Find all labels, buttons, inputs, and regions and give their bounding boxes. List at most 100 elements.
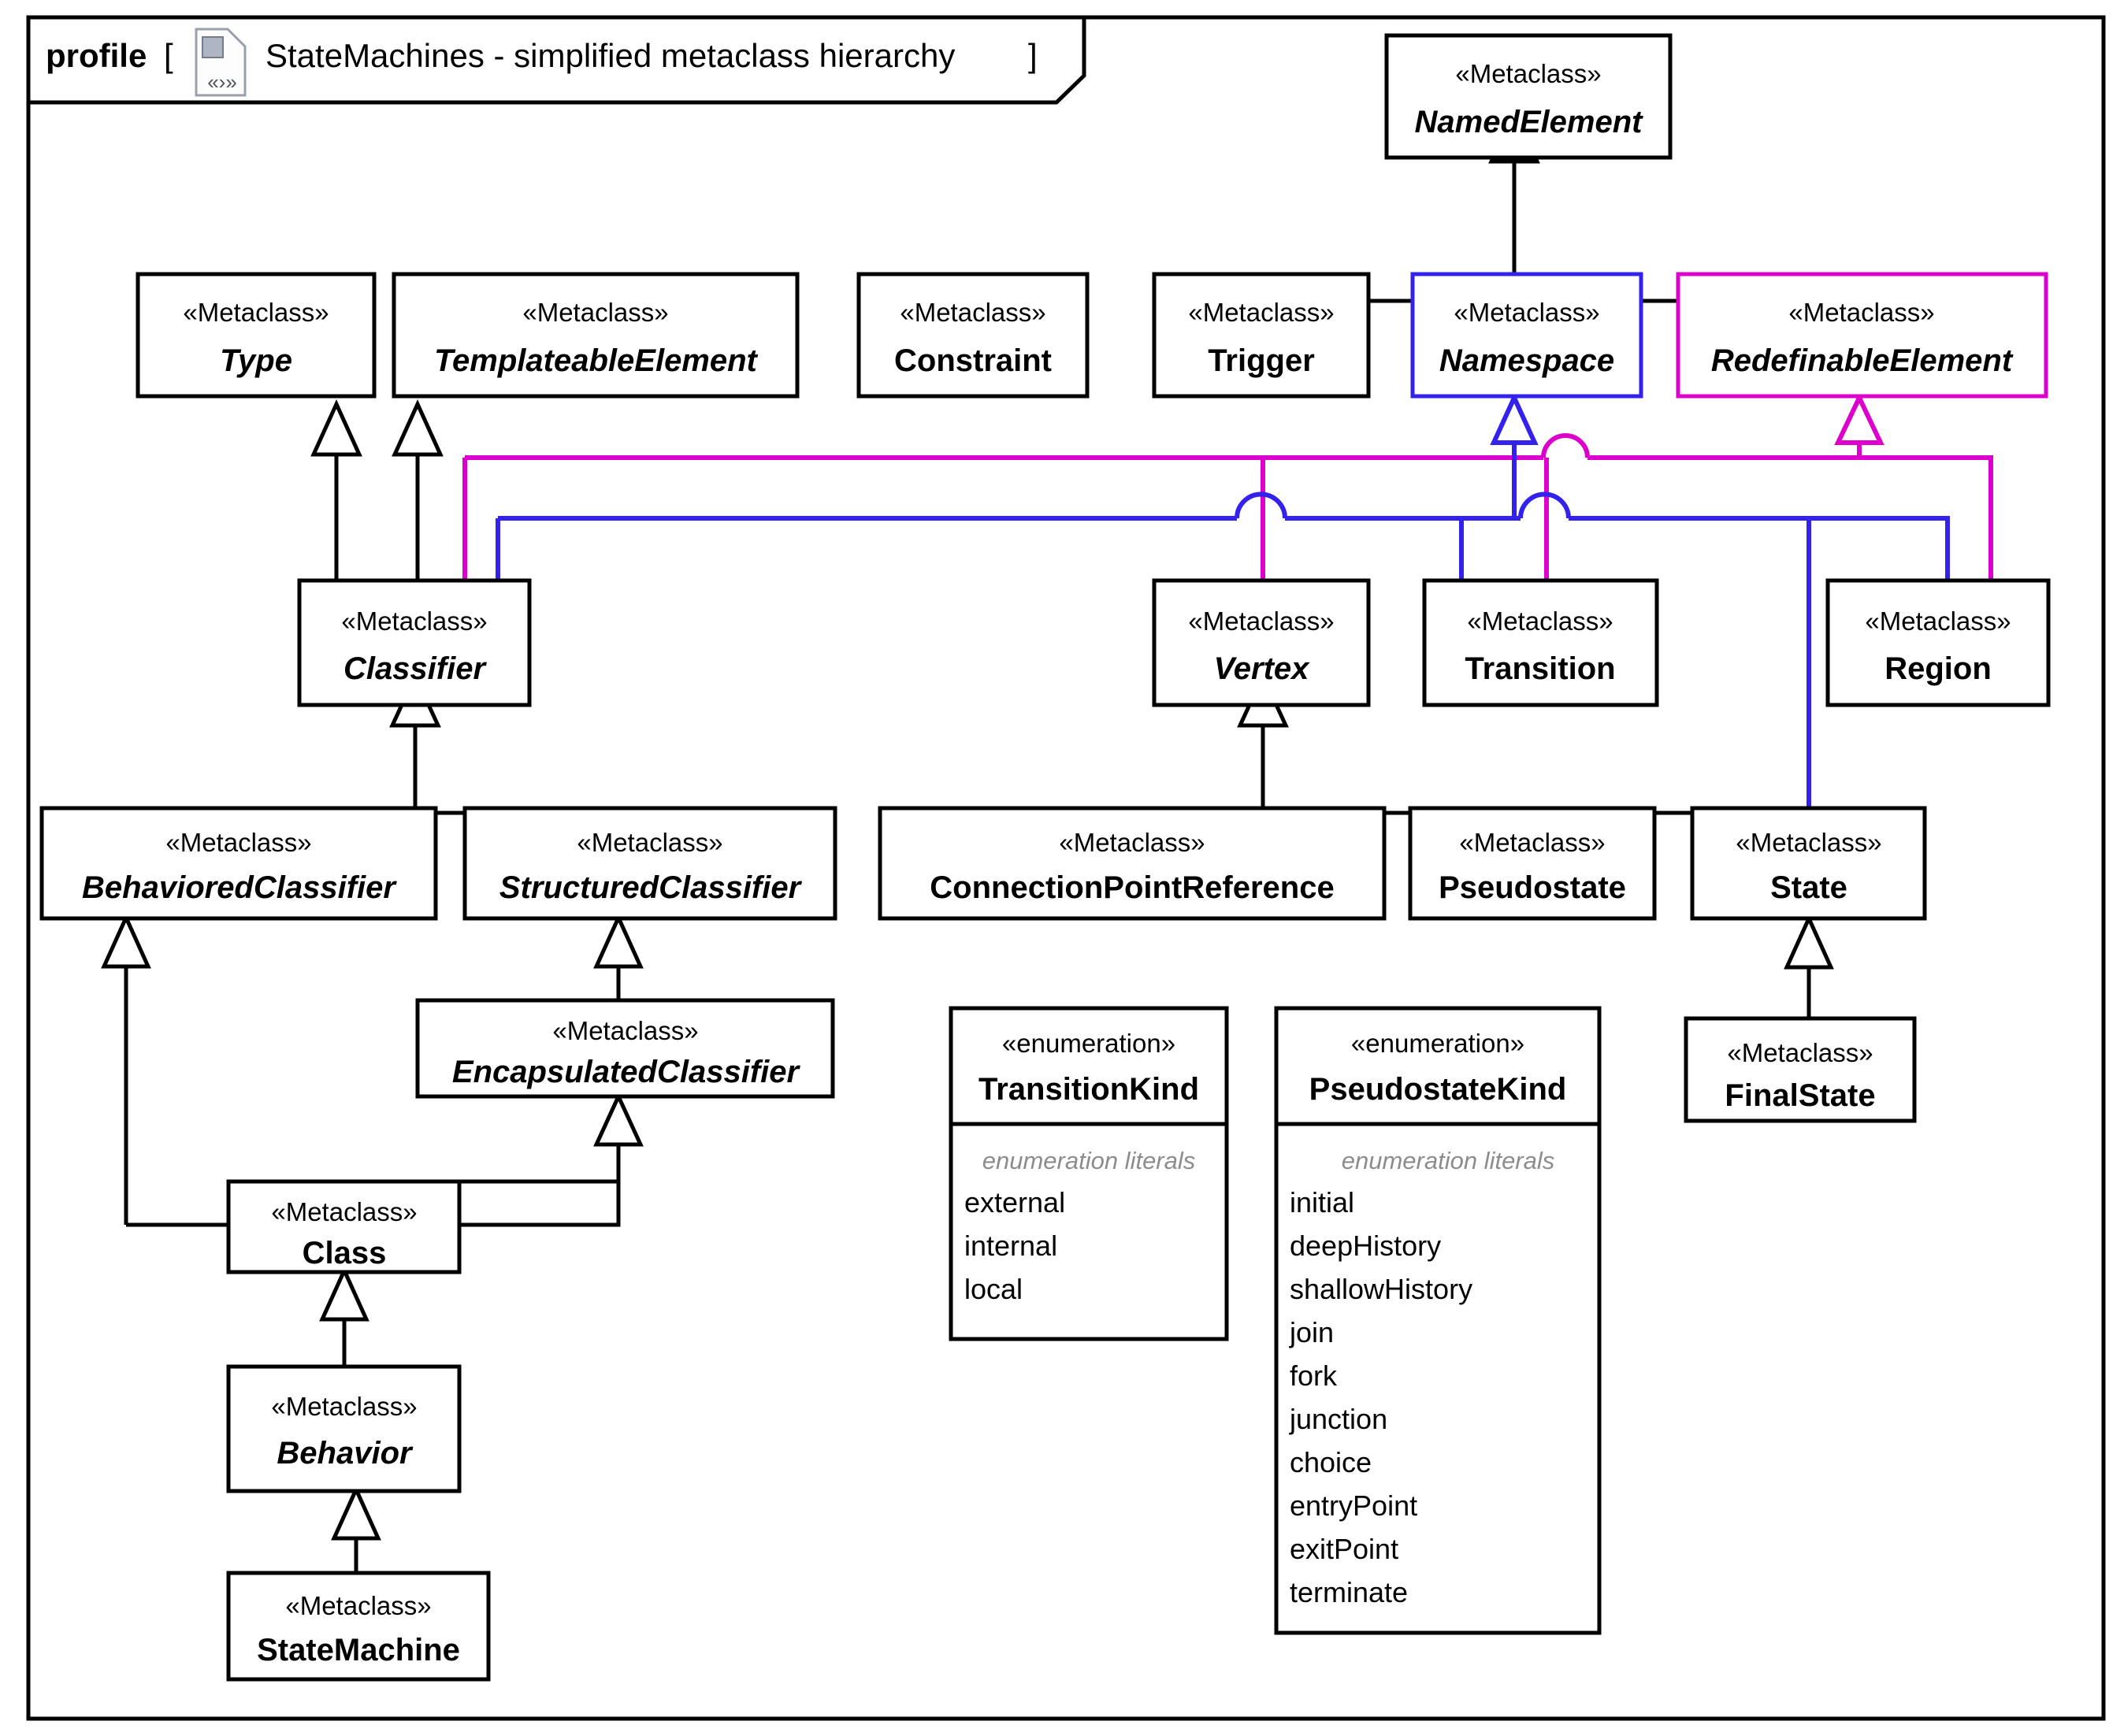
frame-keyword: profile <box>46 37 147 74</box>
class-name: Behavior <box>277 1436 414 1471</box>
enum-literal: fork <box>1290 1359 1338 1392</box>
class-box-class[interactable]: «Metaclass» Class <box>226 1179 462 1274</box>
generalization-redefinableelement-bus <box>462 391 1993 581</box>
class-box-behavior[interactable]: «Metaclass» Behavior <box>226 1364 462 1493</box>
class-name: ConnectionPointReference <box>930 870 1334 905</box>
generalization-namespace-bus <box>496 391 1950 807</box>
class-name: Type <box>220 343 292 378</box>
class-box-type[interactable]: «Metaclass» Type <box>136 272 377 399</box>
generalization-classifier-templateableelement <box>392 399 444 583</box>
frame-title-tab <box>26 15 1086 105</box>
class-box-namespace[interactable]: «Metaclass» Namespace <box>1410 272 1643 399</box>
class-right-stub <box>459 1181 621 1227</box>
generalization-state-finalstate <box>1784 913 1834 1018</box>
class-box-classifier[interactable]: «Metaclass» Classifier <box>297 578 532 707</box>
class-stereotype: «Metaclass» <box>900 298 1045 327</box>
generalization-arrow-behavioredclassifier <box>101 912 151 969</box>
class-name: Pseudostate <box>1439 870 1626 905</box>
class-name: Class <box>303 1236 387 1270</box>
class-stereotype: «Metaclass» <box>271 1392 417 1421</box>
generalization-structuredclassifier-encapsulated <box>593 912 644 1000</box>
class-name: TemplateableElement <box>434 343 758 378</box>
class-box-pseudostate[interactable]: «Metaclass» Pseudostate <box>1408 806 1657 921</box>
class-stereotype: «Metaclass» <box>165 828 311 857</box>
generalization-arrow-type <box>310 399 362 457</box>
class-box-transition[interactable]: «Metaclass» Transition <box>1422 578 1659 707</box>
class-name: Transition <box>1465 651 1615 686</box>
class-name: BehavioredClassifier <box>82 870 397 905</box>
enum-literal: initial <box>1290 1186 1354 1219</box>
enum-literals-caption: enumeration literals <box>982 1147 1196 1174</box>
class-name: EncapsulatedClassifier <box>452 1055 801 1089</box>
class-box-structuredclassifier[interactable]: «Metaclass» StructuredClassifier <box>462 806 837 921</box>
enum-literal: terminate <box>1290 1576 1408 1608</box>
class-box-encapsulatedclassifier[interactable]: «Metaclass» EncapsulatedClassifier <box>415 998 835 1099</box>
class-box-region[interactable]: «Metaclass» Region <box>1825 578 2051 707</box>
class-box-statemachine[interactable]: «Metaclass» StateMachine <box>226 1571 491 1682</box>
class-name: Vertex <box>1214 651 1311 686</box>
enum-name: TransitionKind <box>978 1072 1199 1107</box>
class-stereotype: «Metaclass» <box>1188 606 1334 636</box>
enum-literal: exitPoint <box>1290 1533 1398 1565</box>
class-stereotype: «Metaclass» <box>552 1016 698 1045</box>
enum-literal: join <box>1289 1316 1334 1348</box>
class-name: Namespace <box>1439 343 1614 378</box>
class-stereotype: «Metaclass» <box>1455 59 1601 88</box>
generalization-arrow-class <box>319 1265 369 1322</box>
class-stereotype: «Metaclass» <box>1467 606 1613 636</box>
class-box-vertex[interactable]: «Metaclass» Vertex <box>1152 578 1371 707</box>
enum-literal: shallowHistory <box>1290 1273 1472 1305</box>
enum-literal: entryPoint <box>1290 1489 1417 1522</box>
class-stereotype: «Metaclass» <box>577 828 722 857</box>
class-stereotype: «Metaclass» <box>1188 298 1334 327</box>
class-stereotype: «Metaclass» <box>1454 298 1599 327</box>
svg-text:«›»: «›» <box>207 70 237 94</box>
class-box-finalstate[interactable]: «Metaclass» FinalState <box>1684 1016 1917 1123</box>
generalization-arrow-redefinableelement <box>1834 391 1884 445</box>
class-box-behavioredclassifier[interactable]: «Metaclass» BehavioredClassifier <box>39 806 438 921</box>
class-name: RedefinableElement <box>1711 343 2014 378</box>
class-stereotype: «Metaclass» <box>522 298 668 327</box>
enum-literal: deepHistory <box>1290 1230 1441 1262</box>
generalization-arrow-templateableelement <box>392 399 444 457</box>
class-stereotype: «Metaclass» <box>1059 828 1205 857</box>
class-box-constraint[interactable]: «Metaclass» Constraint <box>856 272 1090 399</box>
class-stereotype: «Metaclass» <box>341 606 487 636</box>
class-name: FinalState <box>1725 1078 1875 1113</box>
frame-title: StateMachines - simplified metaclass hie… <box>266 37 955 74</box>
generalization-arrow-structuredclassifier <box>593 912 644 969</box>
enum-literal: external <box>964 1186 1065 1219</box>
generalization-arrow-state <box>1784 913 1834 970</box>
class-box-redefinableelement[interactable]: «Metaclass» RedefinableElement <box>1676 272 2048 399</box>
generalization-encapsulated-class <box>457 1092 644 1184</box>
enum-box-pseudostatekind[interactable]: «enumeration» PseudostateKind enumeratio… <box>1274 1006 1602 1635</box>
class-stereotype: «Metaclass» <box>1736 828 1881 857</box>
class-box-connectionpointreference[interactable]: «Metaclass» ConnectionPointReference <box>878 806 1387 921</box>
class-stereotype: «Metaclass» <box>1788 298 1934 327</box>
generalization-arrow-encapsulated <box>593 1092 644 1147</box>
enum-name: PseudostateKind <box>1309 1072 1567 1107</box>
class-stereotype: «Metaclass» <box>1727 1038 1873 1067</box>
enum-literals-caption: enumeration literals <box>1342 1147 1555 1174</box>
class-box-trigger[interactable]: «Metaclass» Trigger <box>1152 272 1371 399</box>
enum-box-transitionkind[interactable]: «enumeration» TransitionKind enumeration… <box>949 1006 1229 1341</box>
class-name: NamedElement <box>1415 105 1644 139</box>
class-stereotype: «Metaclass» <box>285 1591 431 1620</box>
class-stereotype: «Metaclass» <box>1865 606 2011 636</box>
class-box-namedelement[interactable]: «Metaclass» NamedElement <box>1384 33 1673 160</box>
class-stereotype: «Metaclass» <box>1459 828 1605 857</box>
class-box-state[interactable]: «Metaclass» State <box>1690 806 1927 921</box>
class-stereotype: «Metaclass» <box>271 1197 417 1226</box>
class-name: State <box>1770 870 1847 905</box>
class-stereotype: «Metaclass» <box>183 298 329 327</box>
generalization-arrow-behavior <box>331 1484 381 1541</box>
generalization-arrow-namespace <box>1490 391 1539 445</box>
generalization-behavioredclassifier-class <box>101 912 230 1227</box>
class-name: StateMachine <box>257 1633 460 1667</box>
class-name: Classifier <box>343 651 488 686</box>
generalization-behavior-statemachine <box>331 1484 381 1573</box>
class-box-templateableelement[interactable]: «Metaclass» TemplateableElement <box>392 272 800 399</box>
generalization-class-behavior <box>319 1265 369 1367</box>
